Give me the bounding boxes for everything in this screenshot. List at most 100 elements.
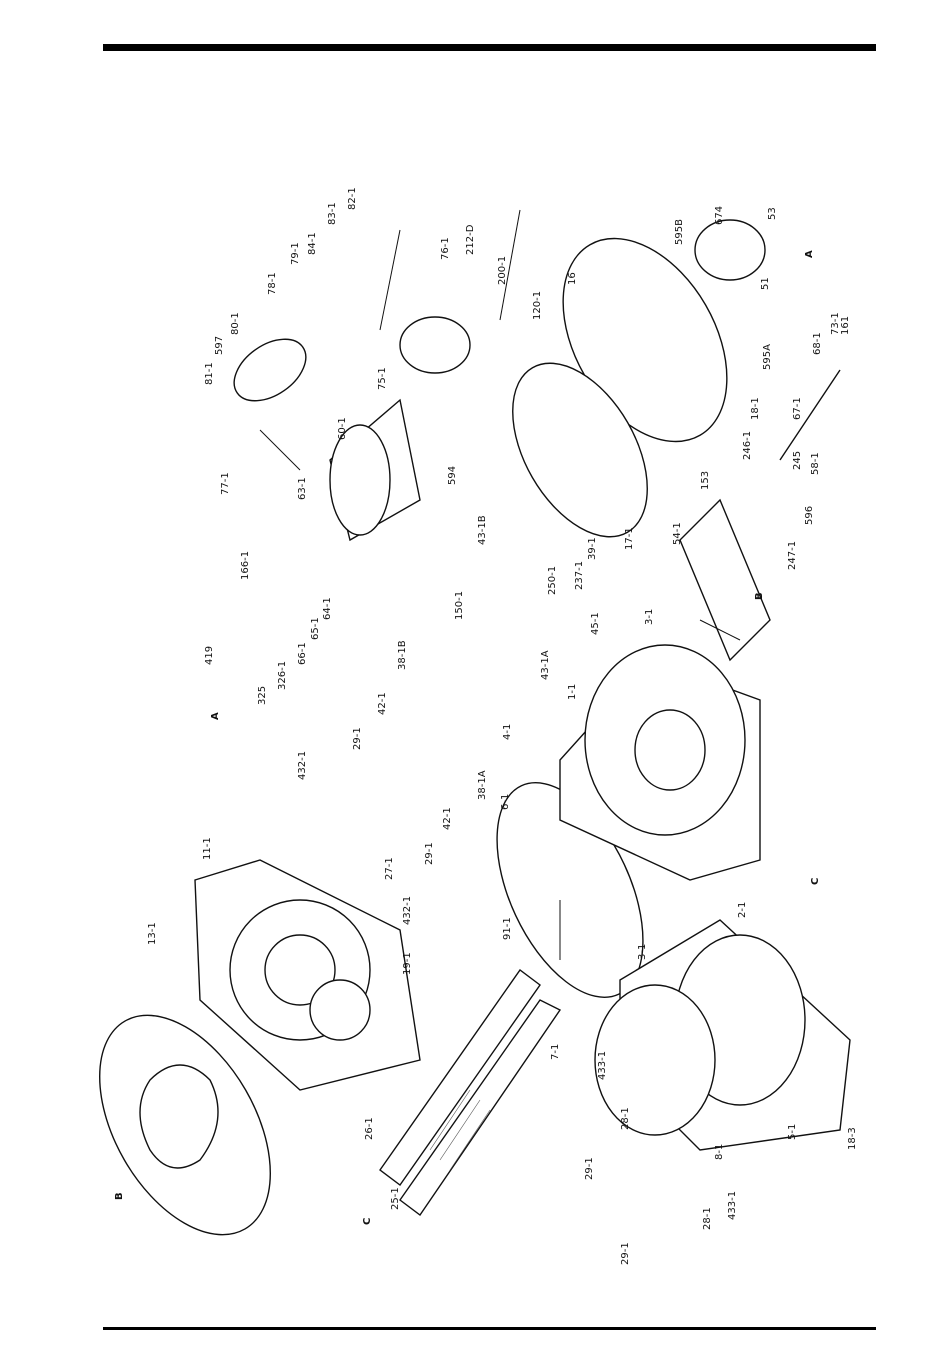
label-245: 245 (792, 451, 803, 470)
label-63-1: 63-1 (297, 477, 308, 500)
label-2-1: 2-1 (737, 902, 748, 918)
flange-80-1 (233, 338, 307, 402)
gasket-17-1 (512, 362, 648, 538)
label-78-1: 78-1 (267, 272, 278, 295)
label-45-1: 45-1 (590, 612, 601, 635)
label-91-1: 91-1 (502, 917, 513, 940)
label-39-1: 39-1 (587, 537, 598, 560)
marker-b-2: B (754, 592, 765, 600)
label-432-1: 432-1 (297, 751, 308, 780)
label-82-1: 82-1 (347, 187, 358, 210)
label-212-D: 212-D (465, 224, 476, 255)
label-84-1: 84-1 (307, 232, 318, 255)
label-26-1: 26-1 (364, 1117, 375, 1140)
label-18-1: 18-1 (750, 397, 761, 420)
label-60-1: 60-1 (337, 417, 348, 440)
label-51: 51 (760, 277, 771, 290)
cover-74-1 (399, 316, 471, 374)
label-42-1: 42-1 (377, 692, 388, 715)
label-597: 597 (214, 336, 225, 355)
label-28-1: 28-1 (620, 1107, 631, 1130)
label-42-1b: 42-1 (442, 807, 453, 830)
label-433-1b: 433-1 (727, 1191, 738, 1220)
label-67-1: 67-1 (792, 397, 803, 420)
label-1-1: 1-1 (567, 684, 578, 700)
label-674: 674 (714, 206, 725, 225)
label-66-1: 66-1 (297, 642, 308, 665)
label-153: 153 (700, 471, 711, 490)
marker-c-1: C (362, 1218, 373, 1225)
label-54-1: 54-1 (672, 522, 683, 545)
label-81-1: 81-1 (204, 362, 215, 385)
label-161: 161 (840, 316, 851, 335)
label-29-1d: 29-1 (620, 1242, 631, 1265)
label-150-1: 150-1 (454, 591, 465, 620)
label-29-1: 29-1 (352, 727, 363, 750)
label-76-1: 76-1 (440, 237, 451, 260)
label-247-1: 247-1 (787, 541, 798, 570)
label-28-1b: 28-1 (702, 1207, 713, 1230)
label-80-1: 80-1 (230, 312, 241, 335)
label-7-1: 7-1 (550, 1044, 561, 1060)
marker-a-2: A (804, 250, 815, 258)
discharge-housing-5-1 (594, 919, 851, 1151)
label-3-1: 3-1 (644, 609, 655, 625)
label-77-1: 77-1 (220, 472, 231, 495)
label-65-1: 65-1 (310, 617, 321, 640)
label-38-1B: 38-1B (397, 640, 408, 670)
label-8-1: 8-1 (714, 1144, 725, 1160)
label-75-1: 75-1 (377, 367, 388, 390)
label-83-1: 83-1 (327, 202, 338, 225)
part-labels: 13-1 11-1 432-1 29-1 42-1 38-1B 150-1 43… (147, 187, 858, 1265)
label-27-1: 27-1 (384, 857, 395, 880)
label-326-1: 326-1 (277, 661, 288, 690)
label-6-1: 6-1 (500, 794, 511, 810)
label-595A: 595A (762, 344, 773, 370)
marker-c-2: C (810, 878, 821, 885)
label-250-1: 250-1 (547, 566, 558, 595)
slide-valve-54-1 (679, 498, 771, 662)
leader-lines (259, 209, 741, 960)
label-419: 419 (204, 646, 215, 665)
label-13-1: 13-1 (147, 922, 158, 945)
shaft-67-1 (779, 369, 841, 461)
rotor-pair (379, 969, 562, 1216)
label-246-1: 246-1 (742, 431, 753, 460)
label-200-1: 200-1 (497, 256, 508, 285)
marker-b-1: B (114, 1192, 125, 1200)
label-53: 53 (767, 207, 778, 220)
label-11-1: 11-1 (202, 837, 213, 860)
label-120-1: 120-1 (532, 291, 543, 320)
label-68-1: 68-1 (812, 332, 823, 355)
view-markers: A A B B C C (114, 250, 821, 1225)
label-5-1: 5-1 (787, 1124, 798, 1140)
label-432-1b: 432-1 (402, 896, 413, 925)
label-19-1: 19-1 (402, 952, 413, 975)
label-43-1A: 43-1A (540, 650, 551, 680)
label-58-1: 58-1 (810, 452, 821, 475)
top-rule (103, 44, 876, 51)
main-casing-1-1 (559, 644, 761, 881)
label-594: 594 (447, 466, 458, 485)
label-595B: 595B (674, 219, 685, 245)
bottom-rule (103, 1327, 876, 1330)
label-4-1: 4-1 (502, 724, 513, 740)
housing-11-1 (194, 859, 421, 1091)
label-64-1: 64-1 (322, 597, 333, 620)
label-325: 325 (257, 686, 268, 705)
label-29-1c: 29-1 (584, 1157, 595, 1180)
label-73-1: 73-1 (830, 312, 841, 335)
gasket-b (99, 1014, 271, 1236)
label-16: 16 (567, 272, 578, 285)
label-166-1: 166-1 (240, 551, 251, 580)
bearing-housing-60-1 (329, 398, 421, 542)
label-29-1b: 29-1 (424, 842, 435, 865)
marker-a-1: A (210, 712, 221, 720)
label-18-3: 18-3 (847, 1127, 858, 1150)
label-38-1A: 38-1A (477, 770, 488, 800)
label-43-1B: 43-1B (477, 515, 488, 545)
label-237-1: 237-1 (574, 561, 585, 590)
label-79-1: 79-1 (290, 242, 301, 265)
label-17-1: 17-1 (624, 527, 635, 550)
